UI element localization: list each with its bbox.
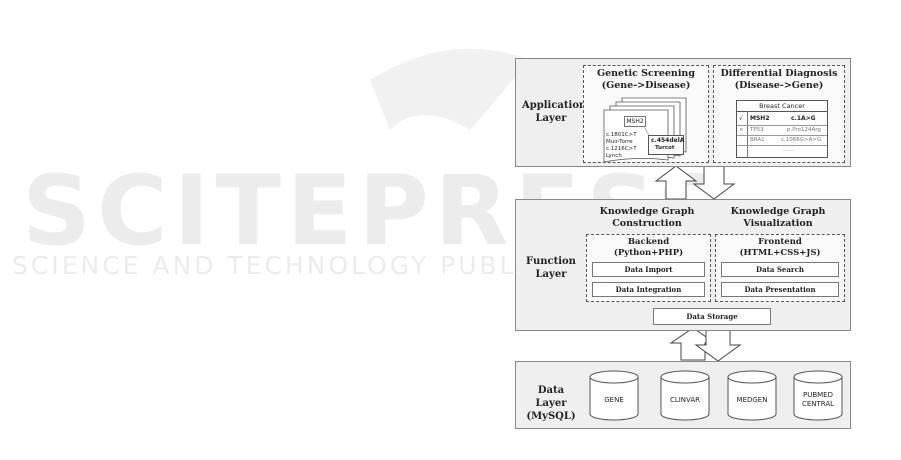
function-layer-label: Function Layer <box>526 256 576 280</box>
database-clinvar: CLINVAR <box>669 396 701 404</box>
data-layer: Data Layer (MySQL) GENE CLINVAR MEDGEN P… <box>515 361 851 429</box>
variant-card: c.454delA Turcot <box>648 135 684 155</box>
differential-diagnosis-title: Differential Diagnosis (Disease->Gene) <box>720 68 838 91</box>
variant-disease-label: Turcot <box>655 145 675 151</box>
disease-line: Muir-Torre <box>606 139 633 145</box>
row-variant: p.Pro124Arg <box>787 127 821 133</box>
data-storage-box: Data Storage <box>653 308 771 325</box>
backend-title: Backend (Python+PHP) <box>613 237 684 258</box>
data-layer-label: Data Layer (MySQL) <box>526 385 576 422</box>
application-layer: Application Layer Genetic Screening (Gen… <box>515 58 851 167</box>
gene-card-label: MSH2 <box>624 116 646 127</box>
function-layer: Function Layer Knowledge Graph Construct… <box>515 199 851 331</box>
variant-label: c.454delA <box>651 137 685 144</box>
watermark-shape <box>370 48 530 130</box>
genetic-screening-panel: Genetic Screening (Gene->Disease) MSH2 c… <box>583 65 709 163</box>
row-gene: BRA1 <box>750 137 765 143</box>
row-mark: × <box>739 127 744 133</box>
differential-diagnosis-panel: Differential Diagnosis (Disease->Gene) B… <box>713 65 845 163</box>
row-variant: ...... <box>783 147 794 153</box>
frontend-panel: Frontend (HTML+CSS+JS) Data Search Data … <box>715 234 845 302</box>
row-variant: c.1A>G <box>791 115 816 122</box>
construction-title: Knowledge Graph Construction <box>599 206 695 229</box>
diagnosis-table: Breast Cancer √ MSH2 c.1A>G × TP53 p.Pro… <box>736 100 828 158</box>
data-import-box: Data Import <box>592 262 705 277</box>
row-gene: TP53 <box>750 127 764 133</box>
row-variant: c.1066G>A>G <box>781 137 822 143</box>
backend-panel: Backend (Python+PHP) Data Import Data In… <box>586 234 711 302</box>
data-search-box: Data Search <box>721 262 839 277</box>
database-pubmed-central: PUBMED CENTRAL <box>801 391 835 408</box>
row-mark: √ <box>739 115 743 122</box>
database-gene: GENE <box>604 396 624 404</box>
data-integration-box: Data Integration <box>592 282 705 297</box>
application-layer-label: Application Layer <box>522 100 587 124</box>
data-presentation-box: Data Presentation <box>721 282 839 297</box>
database-cylinders <box>589 370 843 421</box>
disease-line: Lynch <box>606 153 622 159</box>
genetic-screening-title: Genetic Screening (Gene->Disease) <box>596 68 695 91</box>
visualization-title: Knowledge Graph Visualization <box>730 206 826 229</box>
disease-header: Breast Cancer <box>759 102 805 110</box>
disease-line: c.1216C>T <box>606 146 637 152</box>
row-gene: MSH2 <box>750 115 770 122</box>
disease-line: c.1801C>T <box>606 132 637 138</box>
card-stack-graphic <box>603 97 687 162</box>
database-medgen: MEDGEN <box>736 396 768 404</box>
frontend-title: Frontend (HTML+CSS+JS) <box>739 237 821 258</box>
